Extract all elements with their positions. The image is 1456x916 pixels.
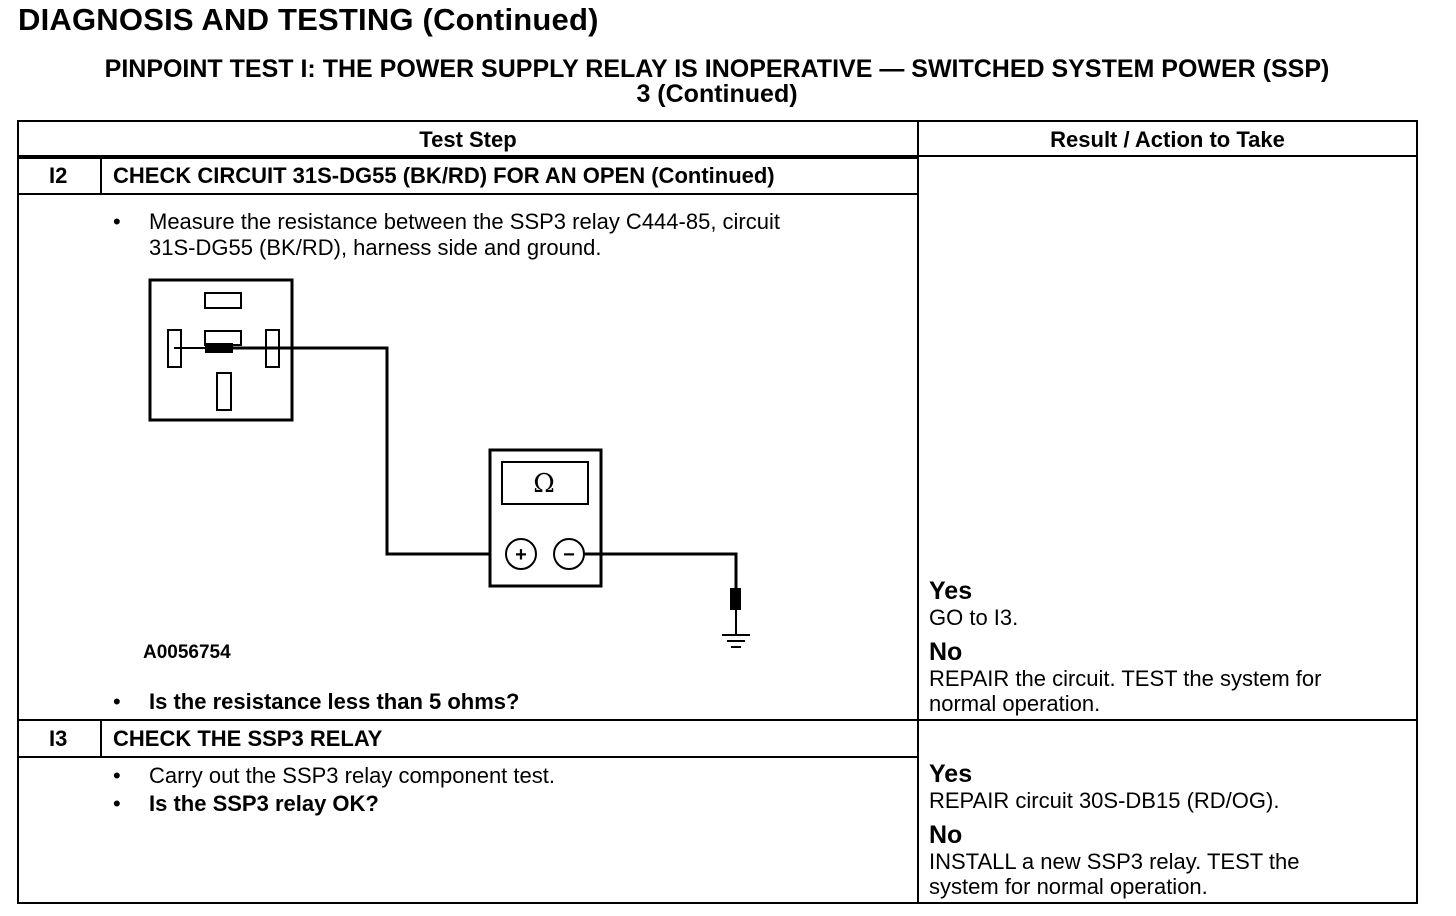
step-number-i3: I3	[49, 726, 68, 751]
result-yes-i2: Yes	[929, 577, 973, 605]
question-i3-text: Is the SSP3 relay OK?	[149, 791, 379, 816]
pinpoint-test-title: PINPOINT TEST I: THE POWER SUPPLY RELAY …	[10, 57, 1424, 107]
instruction-i2-line1: Measure the resistance between the SSP3 …	[149, 209, 780, 234]
action-yes-i2: GO to I3.	[929, 605, 1019, 630]
action-yes-i3: REPAIR circuit 30S-DB15 (RD/OG).	[929, 788, 1280, 813]
row-divider	[19, 719, 1416, 721]
step-number-i2: I2	[49, 163, 68, 188]
action-no-i2-line1: REPAIR the circuit. TEST the system for	[929, 666, 1322, 691]
result-no-i2: No	[929, 638, 963, 666]
ohm-symbol: Ω	[533, 469, 555, 499]
page-title: DIAGNOSIS AND TESTING (Continued)	[18, 2, 599, 37]
action-no-i3-line1: INSTALL a new SSP3 relay. TEST the	[929, 849, 1300, 874]
question-i2-text: Is the resistance less than 5 ohms?	[149, 689, 520, 714]
step-title-i3: CHECK THE SSP3 RELAY	[113, 726, 383, 751]
resistance-test-diagram: Ω + −	[148, 278, 750, 648]
header-test-step: Test Step	[419, 127, 517, 152]
action-no-i2: REPAIR the circuit. TEST the system for …	[929, 666, 1321, 716]
bullet-dot: •	[113, 763, 121, 788]
bullet-dot: •	[113, 209, 121, 234]
plus-sign: +	[515, 544, 527, 566]
header-result-action: Result / Action to Take	[1050, 127, 1285, 152]
relay-connector	[148, 278, 294, 422]
negative-test-lead	[584, 552, 738, 590]
test-title-line2: 3 (Continued)	[636, 80, 798, 108]
minus-sign: −	[563, 544, 575, 566]
row-divider	[19, 193, 917, 195]
multimeter	[488, 448, 603, 588]
bullet-dot: •	[113, 791, 121, 816]
connector-pin-bottom	[216, 372, 232, 411]
multimeter-display	[501, 461, 589, 505]
row-divider	[19, 157, 917, 159]
column-divider	[917, 122, 919, 902]
action-no-i3: INSTALL a new SSP3 relay. TEST the syste…	[929, 849, 1300, 899]
test-title-line1: PINPOINT TEST I: THE POWER SUPPLY RELAY …	[104, 55, 1330, 83]
ground-probe	[730, 588, 741, 610]
pinpoint-test-table: Test Step Result / Action to Take I2 CHE…	[17, 120, 1418, 904]
action-no-i3-line2: system for normal operation.	[929, 874, 1208, 899]
step-number-divider	[100, 157, 102, 193]
positive-terminal	[505, 538, 537, 570]
result-no-i3: No	[929, 821, 963, 849]
row-divider	[19, 756, 917, 758]
step-number-divider	[100, 719, 102, 756]
step-title-i2: CHECK CIRCUIT 31S-DG55 (BK/RD) FOR AN OP…	[113, 163, 775, 188]
connector-pin-center	[204, 330, 242, 346]
figure-id: A0056754	[143, 642, 231, 663]
action-no-i2-line2: normal operation.	[929, 691, 1101, 716]
result-yes-i3: Yes	[929, 760, 973, 788]
connector-pin-top	[204, 292, 242, 309]
positive-test-lead	[233, 346, 490, 556]
bullet-dot: •	[113, 689, 121, 714]
table-header-row	[19, 122, 1416, 157]
instruction-i2-line2: 31S-DG55 (BK/RD), harness side and groun…	[149, 235, 602, 260]
instruction-i3-text: Carry out the SSP3 relay component test.	[149, 763, 555, 788]
probe-tip	[205, 343, 233, 353]
